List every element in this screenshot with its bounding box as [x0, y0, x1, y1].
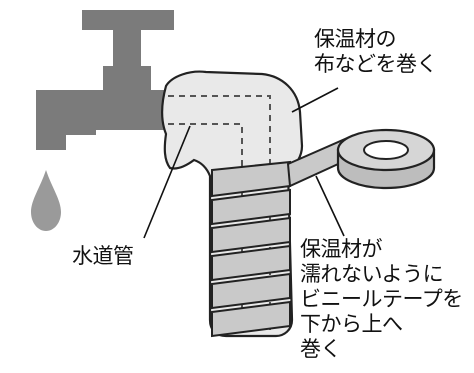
faucet-stem [113, 30, 141, 70]
label-line: 布などを巻く [314, 52, 438, 76]
label-insulation-cloth: 保温材の 布などを巻く [314, 27, 438, 77]
water-droplet [31, 170, 61, 231]
leader-cloth [291, 87, 339, 113]
label-line: 保温材の [314, 27, 397, 51]
faucet-body [36, 90, 170, 150]
faucet-top [103, 66, 151, 92]
label-line: 保温材が [300, 237, 382, 261]
label-line: ビニールテープを [300, 287, 463, 311]
label-line: 巻く [300, 337, 341, 361]
faucet [36, 10, 174, 150]
faucet-handle-bar [82, 10, 174, 30]
label-water-pipe: 水道管 [72, 244, 134, 268]
faucet-spout-tip [36, 118, 66, 148]
tape-roll [336, 128, 436, 190]
label-line: 濡れないように [300, 262, 444, 286]
leader-pipe [143, 125, 191, 239]
label-vinyl-tape: 保温材が 濡れないように ビニールテープを 下から上へ 巻く [300, 237, 463, 362]
leader-tape [315, 175, 345, 237]
label-line: 下から上へ [300, 312, 403, 336]
vinyl-tape-spiral [211, 160, 291, 338]
